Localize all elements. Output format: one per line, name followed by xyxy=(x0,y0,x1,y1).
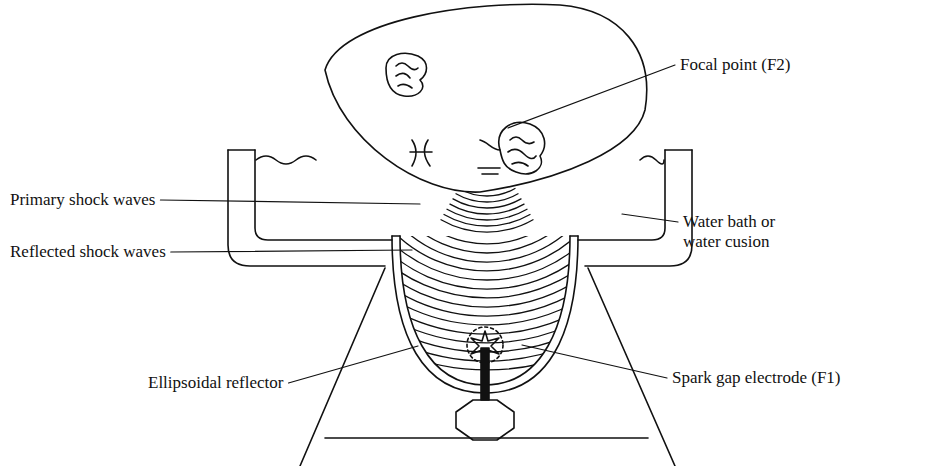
part-label: Reflected shock waves xyxy=(10,242,166,262)
primary-shock-wave xyxy=(456,194,518,202)
reflected-shock-wave xyxy=(337,290,637,352)
ureter xyxy=(480,140,500,150)
tank-left-wall xyxy=(228,150,392,266)
reflected-shock-wave xyxy=(394,233,579,271)
left-kidney xyxy=(386,53,427,96)
reflected-shock-wave xyxy=(363,265,612,317)
reflected-shock-wave xyxy=(382,245,593,289)
part-label: Ellipsoidal reflector xyxy=(148,373,283,393)
reflected-shock-wave xyxy=(375,252,598,298)
kidney-detail xyxy=(508,137,536,166)
primary-shock-wave xyxy=(444,215,530,227)
patient-body xyxy=(325,4,647,192)
reflected-shock-wave xyxy=(388,239,586,280)
stone-marks xyxy=(478,168,500,174)
reflected-shock-wave xyxy=(414,214,561,244)
reflected-shock-wave xyxy=(369,258,605,307)
primary-shock-wave xyxy=(450,204,524,214)
part-label: Primary shock waves xyxy=(10,190,155,210)
electrode-rod xyxy=(481,348,489,400)
pedestal-base xyxy=(325,437,648,439)
right-kidney xyxy=(499,122,545,173)
reflected-shock-wave xyxy=(344,284,631,343)
leader-line xyxy=(171,250,412,252)
electrode-base xyxy=(456,400,514,440)
part-label: Water bath or water cusion xyxy=(683,212,801,252)
kidney-detail xyxy=(396,63,418,88)
leader-line xyxy=(508,65,675,128)
leader-line xyxy=(160,200,420,204)
leader-line xyxy=(288,346,418,383)
part-label: Focal point (F2) xyxy=(680,55,791,75)
reflector-rim xyxy=(392,235,578,237)
reflected-shock-wave xyxy=(350,277,624,334)
leader-line xyxy=(522,345,667,378)
primary-shock-wave xyxy=(447,209,527,220)
spine-symbol xyxy=(410,140,432,166)
reflected-shock-wave xyxy=(356,271,618,325)
primary-shock-wave xyxy=(453,199,521,208)
tank-right-wall xyxy=(578,150,692,266)
leader-line xyxy=(622,214,678,222)
primary-shock-wave xyxy=(441,220,533,232)
part-label: Spark gap electrode (F1) xyxy=(672,368,841,388)
